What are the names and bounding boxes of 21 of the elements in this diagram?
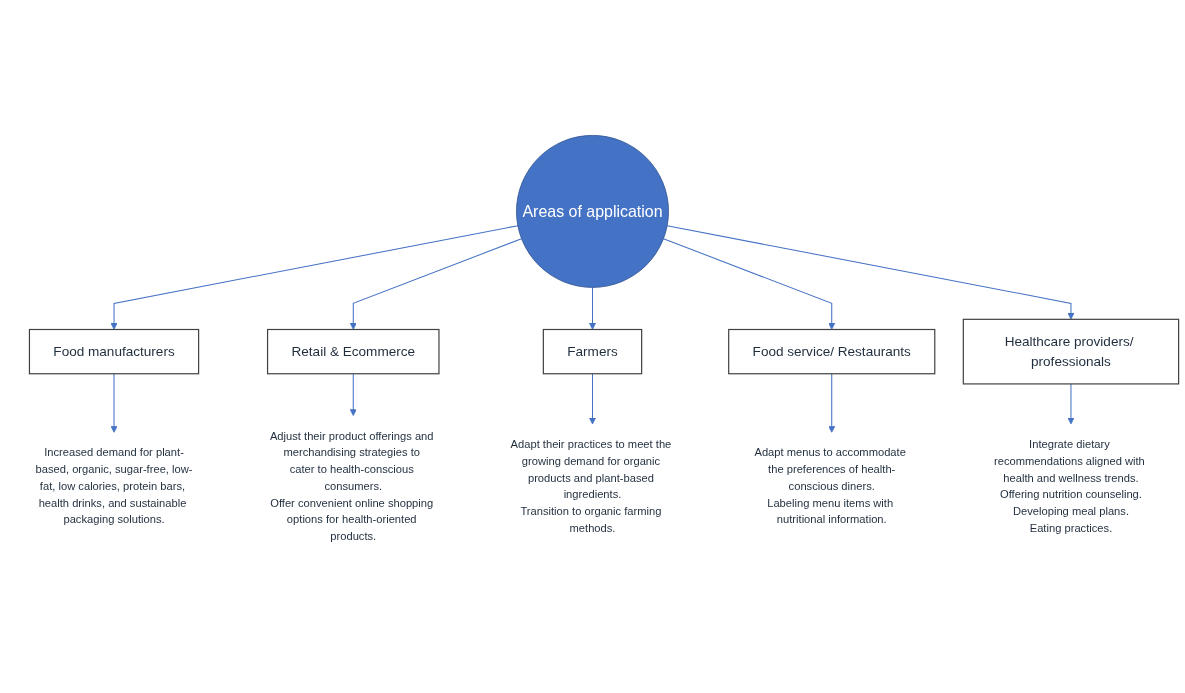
arrow [349,373,357,417]
arrow [1067,383,1075,425]
node-text: Integrate dietary recommendations aligned with health and wellness trends. Offering nutrition counseling. Developing meal plans. Eating practices. [994,438,1145,535]
arrow [666,225,1075,320]
arrow [589,287,596,331]
arrow [349,238,523,331]
arrow [662,238,836,331]
node-box: Healthcare providers/ professionals [962,319,1180,385]
node-text: Adapt their practices to meet the growing demand for organic products and plant-based ingredients. Transition to organic farming methods. [510,438,672,535]
node-box: Food manufacturers [28,329,200,375]
arrow [110,373,118,434]
arrow [589,373,596,425]
node-box: Retail & Ecommerce [266,329,440,375]
node-box: Farmers [542,329,643,375]
arrow [828,373,836,434]
node-text: Adapt menus to accommodate the preferences of health-conscious diners. Labeling menu items with nutritional information. [754,446,906,527]
arrow [110,225,519,331]
node-text: Increased demand for plant-based, organic, sugar-free, low-fat, low calories, protein bars, health drinks, and sustainable packaging solutions. [35,446,193,527]
node-box: Food service/ Restaurants [728,329,936,375]
node-text: Adjust their product offerings and merchandising strategies to cater to health-conscious consumers. Offer convenient online shopping options for health-oriented products. [269,429,434,543]
node-circle: Areas of application [516,135,669,289]
